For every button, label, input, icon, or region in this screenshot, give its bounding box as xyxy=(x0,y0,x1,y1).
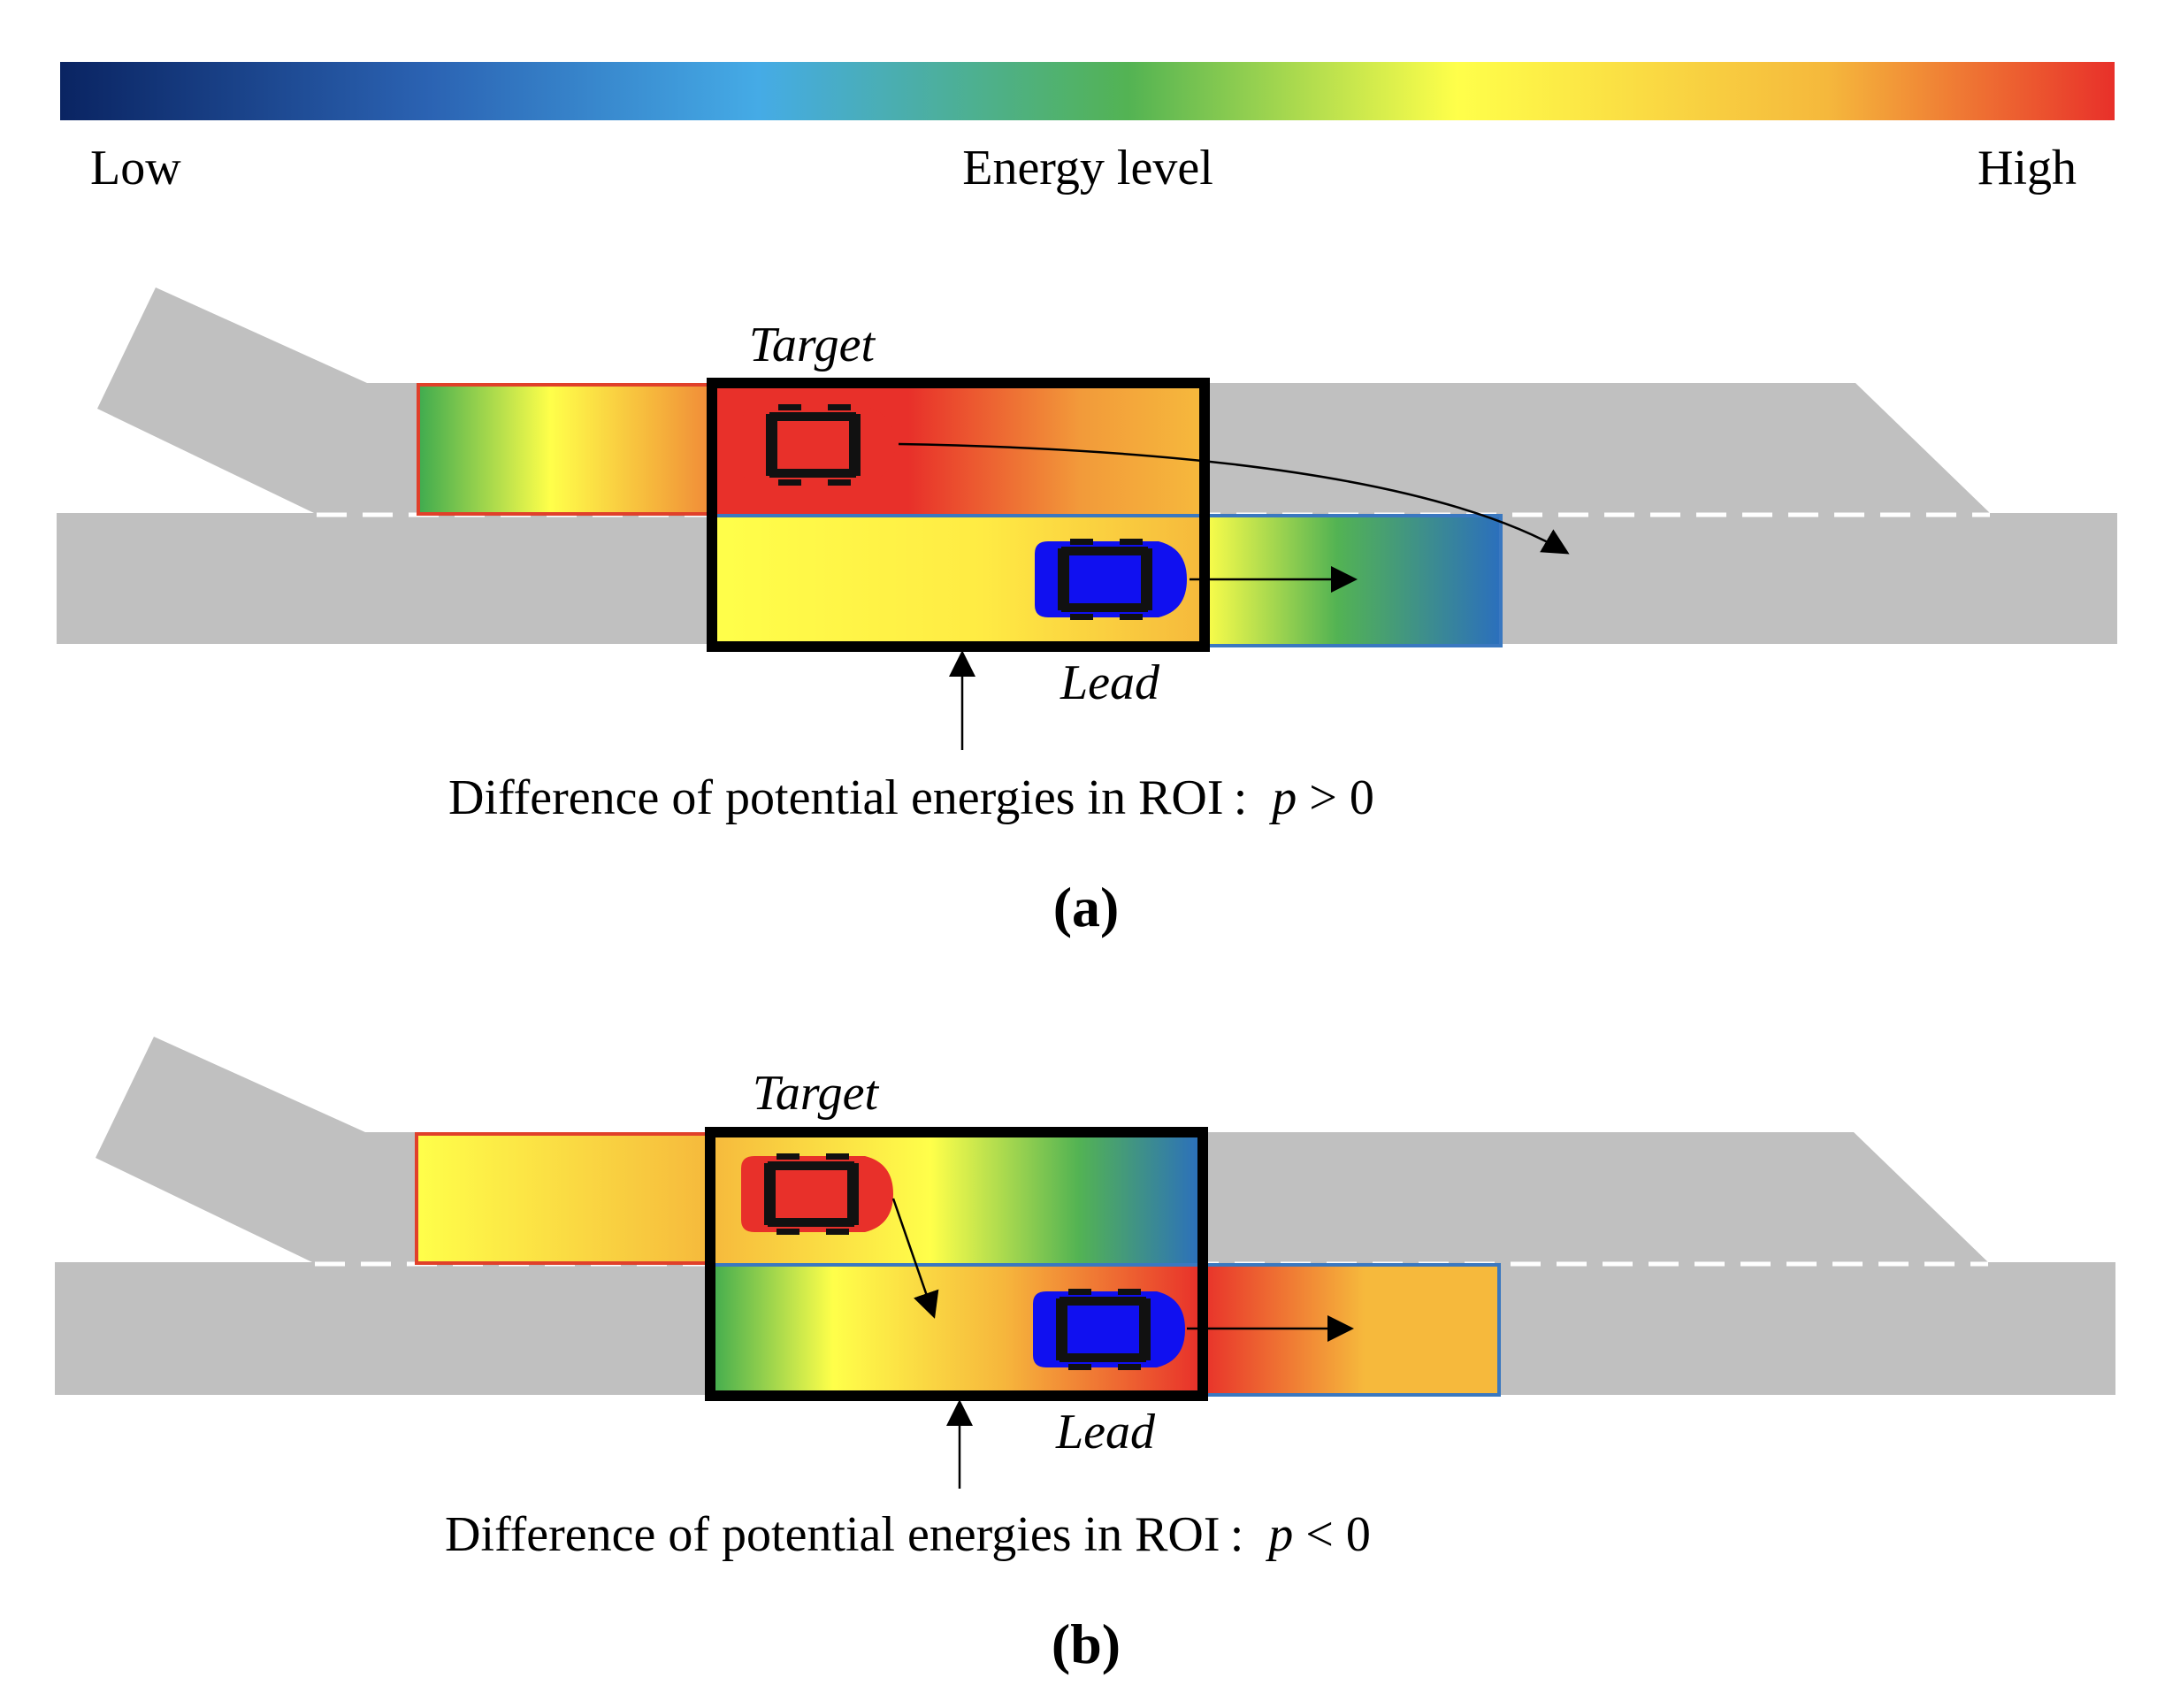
panel-a: Target Lead Difference of potential ener… xyxy=(57,287,2117,938)
lead-label: Lead xyxy=(1055,1405,1156,1459)
legend-high-label: High xyxy=(1978,141,2077,195)
lead-energy-field-front xyxy=(1201,514,1503,647)
legend-title: Energy level xyxy=(962,141,1213,195)
roi-box xyxy=(705,1127,1208,1401)
roi-caption: Difference of potential energies in ROI … xyxy=(445,1507,1371,1562)
lead-vehicle xyxy=(1035,539,1187,620)
target-energy-field-rear xyxy=(417,383,714,516)
panel-b: Target Lead Difference of potential ener… xyxy=(55,1037,2115,1675)
energy-colorbar xyxy=(60,62,2115,120)
lead-label: Lead xyxy=(1060,655,1160,710)
lead-vehicle xyxy=(1033,1289,1185,1370)
roi-caption-text: Difference of potential energies in ROI … xyxy=(445,1507,1243,1562)
panel-label: (a) xyxy=(1053,876,1120,938)
roi-caption-text: Difference of potential energies in ROI … xyxy=(448,770,1247,825)
target-vehicle xyxy=(743,404,895,486)
roi-caption-variable: p xyxy=(1265,1507,1293,1562)
roi-caption-relation: < 0 xyxy=(1305,1507,1371,1562)
lead-energy-field-front xyxy=(1199,1263,1501,1397)
panel-label: (b) xyxy=(1052,1612,1121,1675)
target-lane-change-arrow xyxy=(898,442,1570,555)
roi-caption: Difference of potential energies in ROI … xyxy=(448,770,1374,825)
target-energy-field-rear xyxy=(415,1132,712,1265)
target-vehicle xyxy=(741,1153,893,1235)
target-lane-change-arrow xyxy=(891,1198,939,1319)
roi-box xyxy=(707,378,1210,652)
target-label: Target xyxy=(749,318,876,372)
roi-caption-relation: > 0 xyxy=(1309,770,1374,825)
energy-legend: Low Energy level High xyxy=(60,62,2115,195)
target-label: Target xyxy=(753,1066,880,1121)
legend-low-label: Low xyxy=(90,141,181,195)
roi-caption-variable: p xyxy=(1268,770,1297,825)
